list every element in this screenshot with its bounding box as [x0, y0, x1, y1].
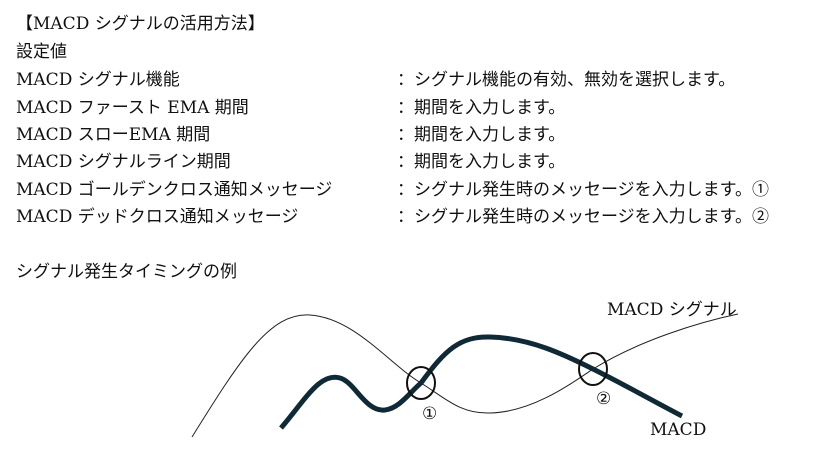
doc-title: 【MACD シグナルの活用方法】	[16, 14, 265, 34]
setting-desc: ：シグナル発生時のメッセージを入力します。②	[397, 207, 769, 227]
section-heading: 設定値	[16, 42, 67, 62]
setting-name: MACD ファースト EMA 期間	[16, 98, 249, 118]
setting-name: MACD デッドクロス通知メッセージ	[16, 207, 299, 227]
signal-label: MACD シグナル	[607, 300, 737, 320]
cross-label-2: ②	[596, 389, 612, 409]
macd-line	[279, 334, 684, 430]
macd-label: MACD	[650, 420, 707, 440]
setting-desc: ：期間を入力します。	[397, 152, 566, 172]
setting-desc: ：シグナル発生時のメッセージを入力します。①	[397, 180, 769, 200]
cross-label-1: ①	[422, 404, 438, 424]
setting-name: MACD シグナルライン期間	[16, 152, 231, 172]
setting-desc: ：シグナル機能の有効、無効を選択します。	[397, 70, 736, 90]
setting-desc: ：期間を入力します。	[397, 125, 566, 145]
setting-name: MACD スローEMA 期間	[16, 125, 211, 145]
setting-name: MACD シグナル機能	[16, 70, 180, 90]
setting-name: MACD ゴールデンクロス通知メッセージ	[16, 180, 333, 200]
setting-desc: ：期間を入力します。	[397, 98, 566, 118]
golden-cross-circle	[406, 366, 436, 400]
example-heading: シグナル発生タイミングの例	[16, 262, 237, 282]
dead-cross-circle	[578, 352, 608, 386]
signal-line	[191, 313, 739, 438]
